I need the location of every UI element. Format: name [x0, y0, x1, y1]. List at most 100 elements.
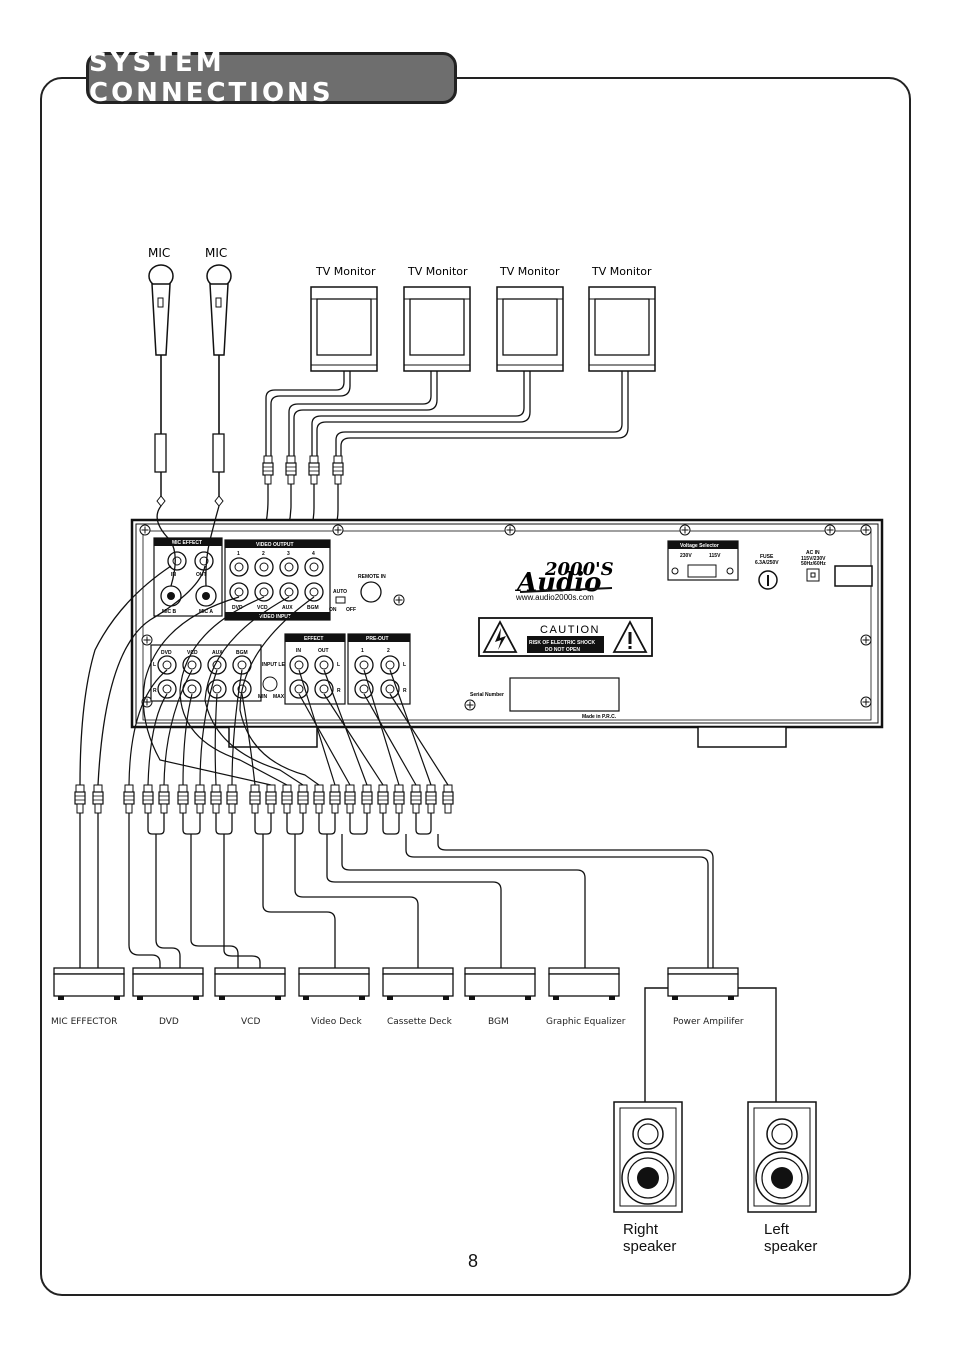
fuse-label: FUSE	[760, 554, 774, 560]
audio-plug-row	[74, 784, 454, 814]
right-speaker-label-2: speaker	[623, 1238, 676, 1255]
tv-monitor-3-label: TV Monitor	[499, 265, 560, 278]
audio-cables	[128, 596, 449, 786]
left-speaker	[747, 1101, 817, 1213]
tv-monitor-3	[496, 286, 564, 372]
tv-monitor-4	[588, 286, 656, 372]
input-level-label: INPUT LEVEL	[262, 662, 295, 668]
mic-b-label: MIC B	[162, 609, 177, 615]
device-video-deck	[298, 967, 370, 1001]
ac-in-label: AC IN	[806, 550, 820, 556]
input-level-min-label: MIN	[258, 694, 268, 700]
tv-monitor-2-label: TV Monitor	[407, 265, 468, 278]
device-vcd	[214, 967, 286, 1001]
remote-in-label: REMOTE IN	[358, 574, 386, 580]
device-bgm	[464, 967, 536, 1001]
mic-a-label: MIC A	[199, 609, 213, 615]
video-plugs	[262, 455, 344, 485]
mic-2-label: MIC	[205, 246, 227, 260]
auto-on-label: ON	[329, 607, 337, 613]
effect-l-label: L	[337, 662, 340, 668]
device-bgm-label: BGM	[488, 1017, 509, 1027]
video-input-title: VIDEO INPUT	[259, 614, 291, 620]
video-in-aux-label: AUX	[282, 605, 293, 611]
mic-effect-title: MIC EFFECT	[172, 540, 202, 546]
serial-number-label: Serial Number	[470, 692, 504, 698]
video-out-jack-1-label: 1	[237, 551, 240, 557]
audio-in-l-label: L	[153, 662, 156, 668]
video-out-jack-4-label: 4	[312, 551, 315, 557]
device-cables	[79, 813, 714, 968]
video-in-vcd-label: VCD	[257, 605, 268, 611]
mic-1	[148, 264, 174, 507]
page-number: 8	[468, 1251, 479, 1271]
right-speaker	[613, 1101, 683, 1213]
tv-monitor-4-label: TV Monitor	[591, 265, 652, 278]
video-in-dvd-label: DVD	[232, 605, 243, 611]
device-cassette-deck-label: Cassette Deck	[387, 1017, 453, 1027]
caution-title: CAUTION	[540, 624, 600, 636]
mic-cables	[79, 505, 220, 786]
effect-out-label: OUT	[318, 648, 329, 654]
left-speaker-label-2: speaker	[764, 1238, 817, 1255]
mic-2	[206, 264, 232, 507]
device-power-amplifier-label: Power Ampilifer	[673, 1017, 744, 1027]
audio-2000s-logo: 2000'S Audio www.audio2000s.com	[514, 559, 614, 602]
device-mic-effector	[53, 967, 125, 1001]
tv-monitor-1-label: TV Monitor	[315, 265, 376, 278]
right-speaker-label-1: Right	[623, 1221, 659, 1238]
device-dvd	[132, 967, 204, 1001]
mic-1-label: MIC	[148, 246, 170, 260]
website-label: www.audio2000s.com	[515, 593, 594, 602]
device-cassette-deck	[382, 967, 454, 1001]
effect-r-label: R	[337, 688, 341, 694]
input-level-max-label: MAX	[273, 694, 285, 700]
pre-out-r-label: R	[403, 688, 407, 694]
device-video-deck-label: Video Deck	[311, 1017, 362, 1027]
video-in-bgm-label: BGM	[307, 605, 319, 611]
tv-cables	[265, 371, 629, 456]
pre-out-title: PRE-OUT	[366, 636, 389, 642]
tv-monitor-2	[403, 286, 471, 372]
effect-in-label: IN	[296, 648, 301, 654]
caution-line-1: RISK OF ELECTRIC SHOCK	[529, 640, 596, 646]
logo-number: 2000'S	[544, 559, 614, 580]
audio-in-vcd-label: VCD	[187, 650, 198, 656]
auto-label: AUTO	[333, 589, 347, 595]
page-title: SYSTEM CONNECTIONS	[89, 48, 334, 108]
audio-in-r-label: R	[153, 688, 157, 694]
tv-monitor-1	[310, 286, 378, 372]
device-mic-effector-label: MIC EFFECTOR	[51, 1017, 117, 1027]
page-frame	[40, 77, 911, 1296]
video-out-jack-2-label: 2	[262, 551, 265, 557]
audio-in-bgm-label: BGM	[236, 650, 248, 656]
pre-out-l-label: L	[403, 662, 406, 668]
ac-in-spec-1: 115V/230V	[801, 556, 826, 562]
speaker-wires	[644, 987, 777, 1102]
device-power-amplifier	[667, 967, 739, 1001]
amplifier-rear-panel: MIC EFFECT IN OUT MIC B MIC A VIDEO OUTP…	[130, 518, 884, 748]
voltage-115-label: 115V	[709, 553, 721, 559]
effect-title: EFFECT	[304, 636, 323, 642]
caution-label: CAUTION RISK OF ELECTRIC SHOCK DO NOT OP…	[478, 617, 653, 657]
device-graphic-equalizer	[548, 967, 620, 1001]
fuse-value: 6.3A/250V	[755, 560, 779, 566]
auto-off-label: OFF	[346, 607, 356, 613]
left-speaker-label-1: Left	[764, 1221, 790, 1238]
device-graphic-equalizer-label: Graphic Equalizer	[546, 1017, 626, 1027]
audio-in-aux-label: AUX	[212, 650, 223, 656]
logo-word: Audio	[514, 568, 601, 598]
video-out-jack-3-label: 3	[287, 551, 290, 557]
voltage-selector-title: Voltage Selector	[680, 543, 719, 549]
audio-in-dvd-label: DVD	[161, 650, 172, 656]
title-tab: SYSTEM CONNECTIONS	[86, 48, 457, 108]
video-output-title: VIDEO OUTPUT	[256, 542, 294, 548]
device-dvd-label: DVD	[159, 1017, 179, 1027]
voltage-230-label: 230V	[680, 553, 692, 559]
made-in-label: Made in P.R.C.	[582, 714, 617, 720]
device-vcd-label: VCD	[241, 1017, 260, 1027]
pre-out-1-label: 1	[361, 648, 364, 654]
ac-in-spec-2: 50Hz/60Hz	[801, 561, 826, 567]
caution-line-2: DO NOT OPEN	[545, 647, 580, 653]
